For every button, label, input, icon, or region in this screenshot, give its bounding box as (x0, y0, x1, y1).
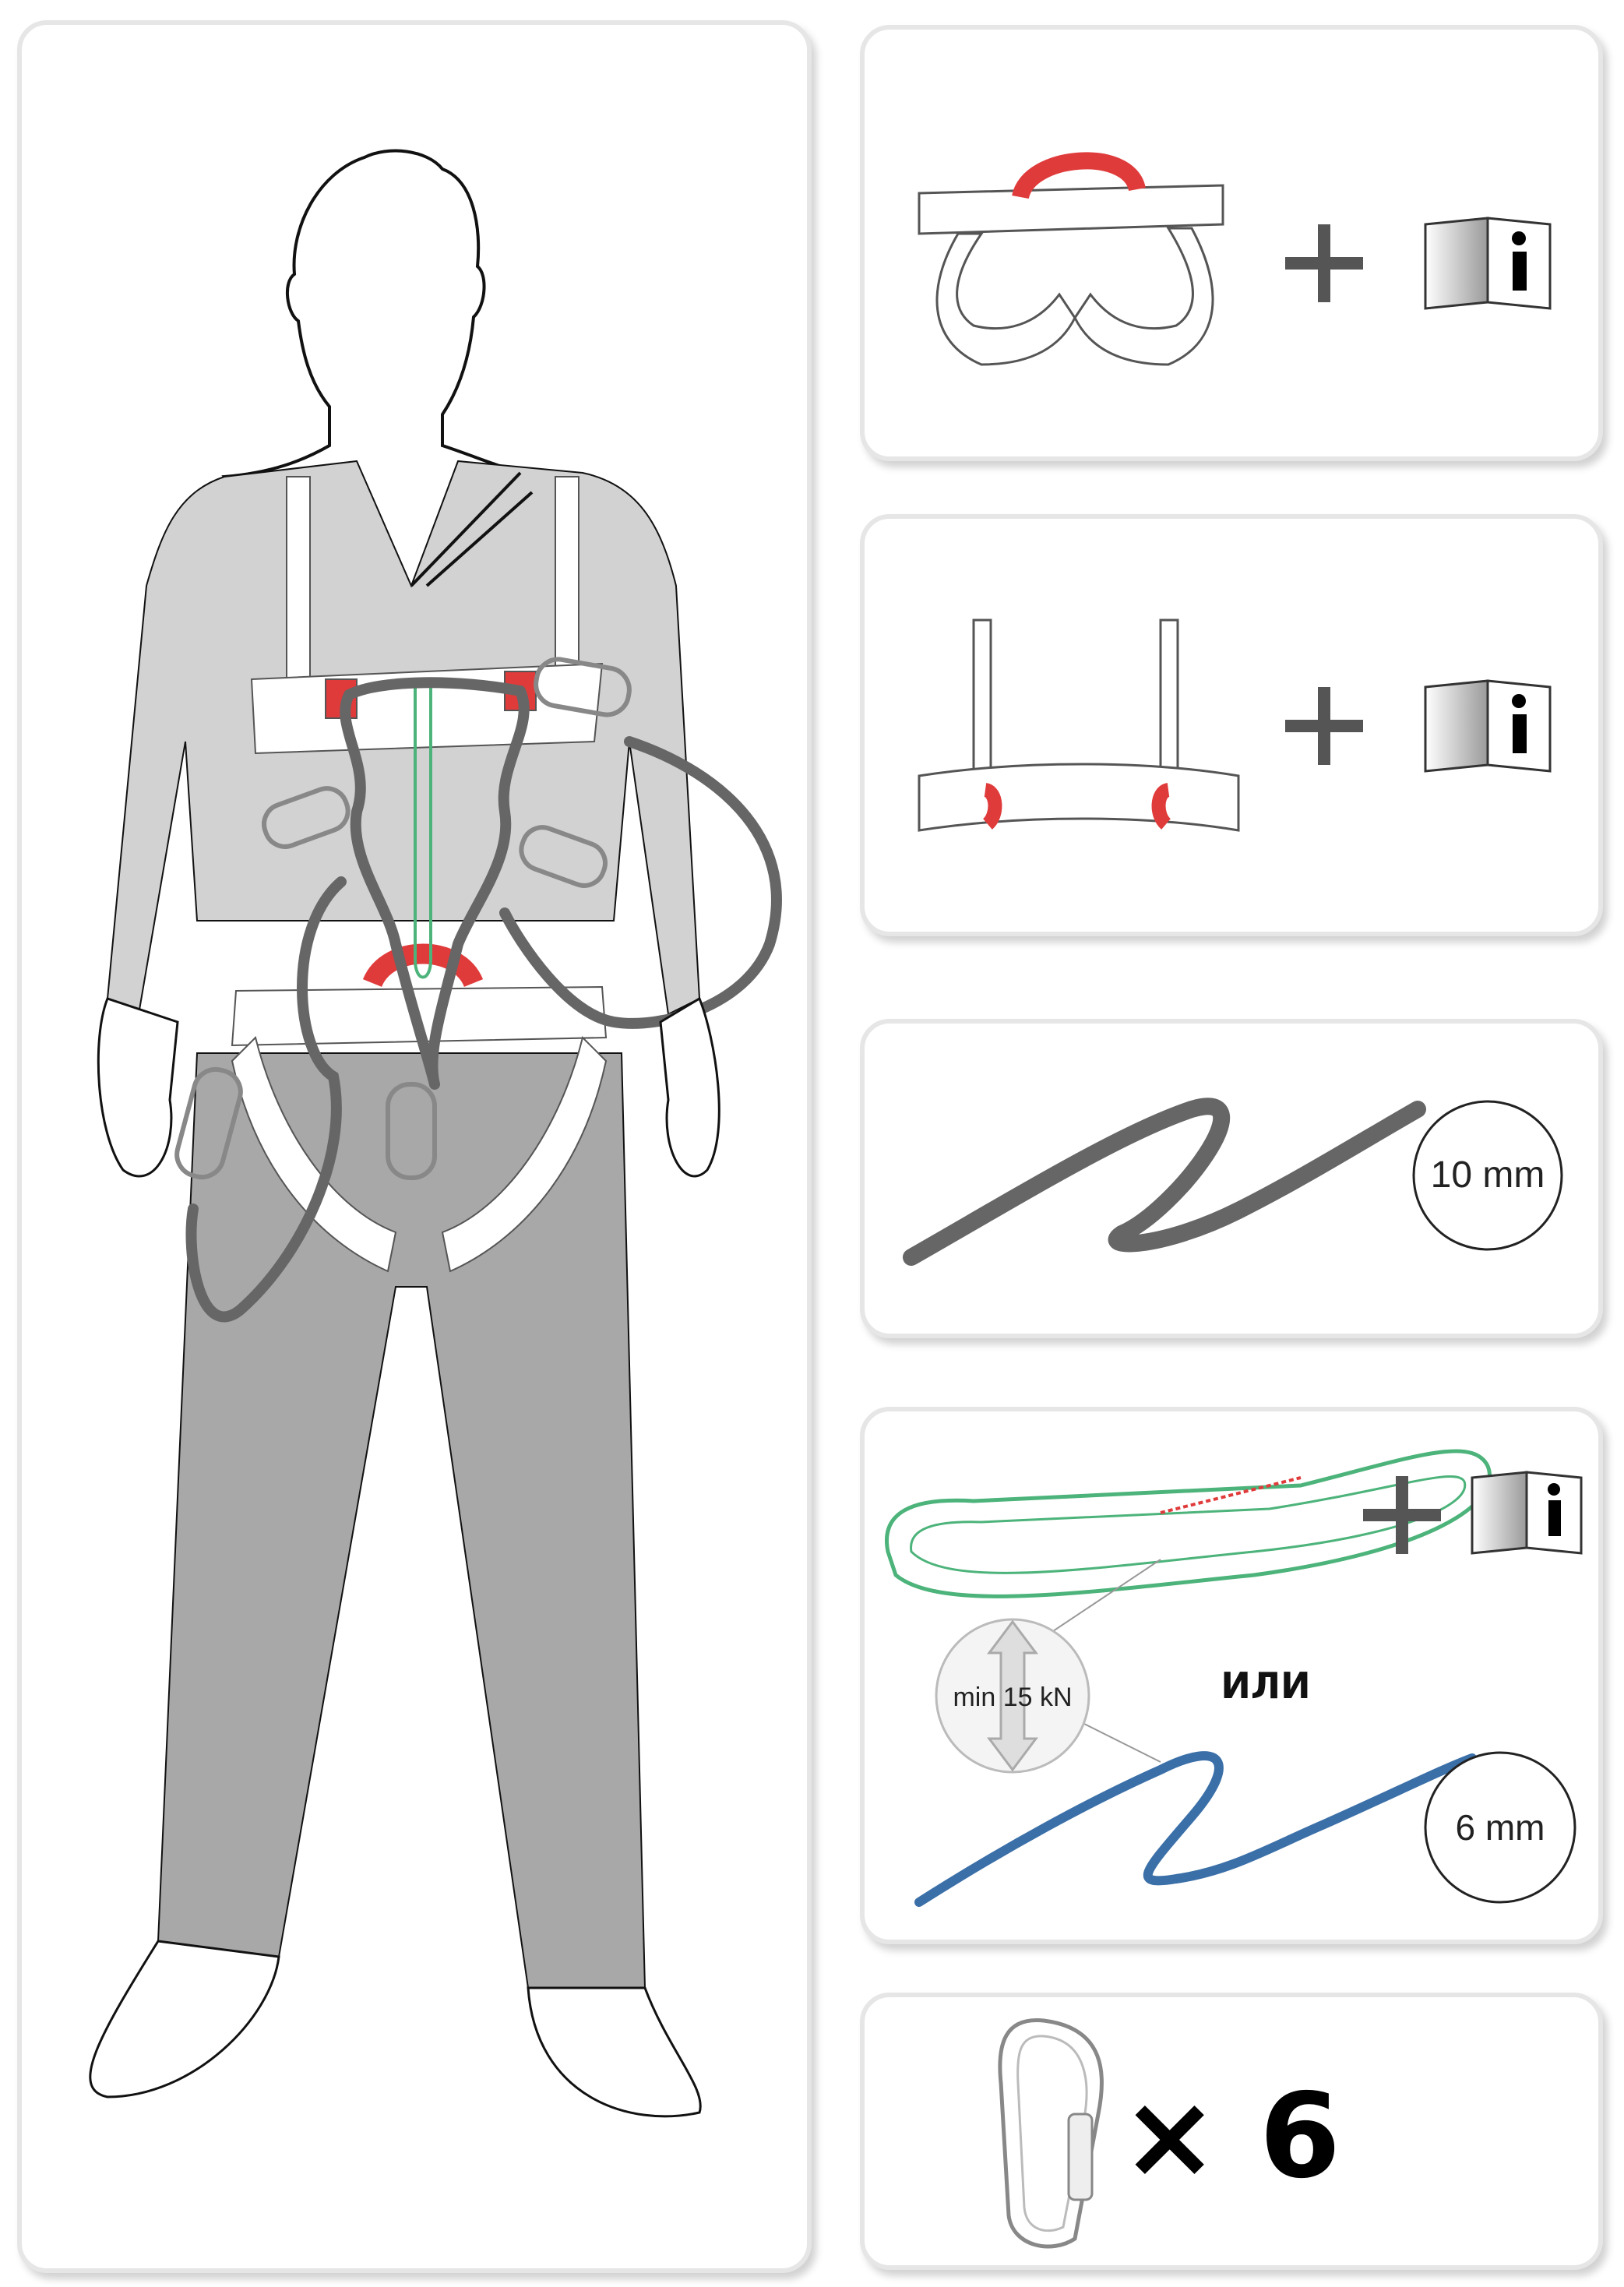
carabiners-panel: × 6 (860, 1993, 1603, 2270)
seat-harness-panel (860, 25, 1603, 461)
belay-loop (362, 943, 484, 988)
right-shoe (527, 1986, 702, 2118)
instruction-manual-icon (1424, 679, 1552, 773)
person-harness-illustration (89, 149, 782, 2118)
leg-loop-left (231, 1036, 397, 1273)
chest-harness-panel (860, 514, 1603, 936)
chest-harness-row (918, 618, 1552, 832)
collar (410, 471, 534, 587)
carabiner-icon (998, 2018, 1104, 2249)
leg-loop-right (441, 1036, 608, 1273)
carabiner-count: × 6 (1121, 2069, 1340, 2204)
seat-harness-row (918, 152, 1552, 366)
rope-icon (903, 1098, 1426, 1266)
sling-or-cord-panel: min 15 kN ИЛИ 6 mm (860, 1407, 1603, 1944)
plus-icon (1363, 1476, 1441, 1554)
pants (157, 1052, 646, 1989)
chest-harness-icon (918, 618, 1240, 832)
instruction-manual-icon (1424, 217, 1552, 310)
rope-tail-left (185, 876, 347, 1323)
rope-diameter-label: 10 mm (1431, 1154, 1545, 1196)
plus-icon (1285, 224, 1363, 302)
green-sling (414, 679, 432, 979)
carabiner-left-hip (174, 1066, 243, 1180)
carabiner-right-top (534, 657, 632, 717)
strength-label: min 15 kN (953, 1683, 1072, 1712)
cord-icon (914, 1751, 1477, 1907)
or-label: ИЛИ (1221, 1665, 1310, 1707)
carabiner-left-chest (262, 786, 351, 849)
rope-row: 10 mm (903, 1098, 1563, 1266)
cord-diameter-label: 6 mm (1456, 1807, 1545, 1848)
rope-harness (340, 677, 530, 1090)
rope-diameter-badge (1412, 1100, 1563, 1251)
carabiner-belay (386, 1082, 437, 1180)
plus-icon (1285, 687, 1363, 765)
carabiner-right-chest (519, 825, 608, 888)
rope-panel: 10 mm (860, 1019, 1603, 1338)
instruction-manual-icon (1471, 1471, 1583, 1555)
carabiners-row: × 6 (998, 2018, 1340, 2249)
left-hand (97, 997, 179, 1178)
rope-tail-right (499, 736, 782, 1029)
main-illustration-panel (17, 20, 812, 2273)
seat-harness-icon (918, 152, 1224, 366)
strength-badge: min 15 kN (935, 1618, 1090, 1774)
chest-band (250, 662, 604, 755)
left-shoulder-strap (286, 476, 311, 696)
cord-diameter-badge (1424, 1751, 1576, 1904)
right-hand (659, 996, 720, 1178)
left-shoe (89, 1940, 280, 2098)
sling-or-cord-row: min 15 kN ИЛИ 6 mm (885, 1449, 1583, 1907)
